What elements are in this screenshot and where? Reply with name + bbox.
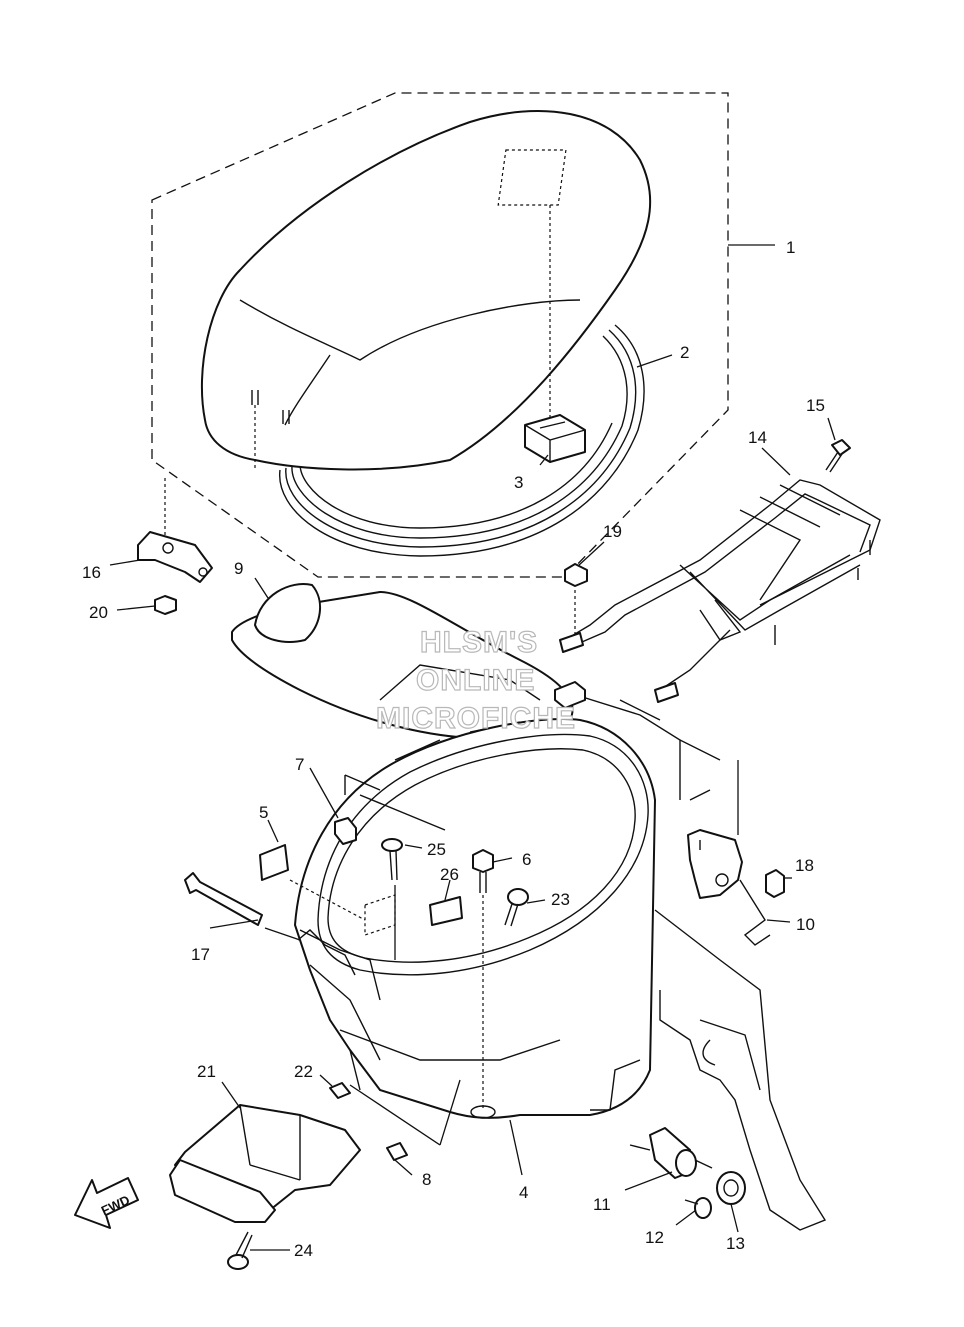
part-23-screw xyxy=(504,888,529,927)
part-13-cap xyxy=(716,1171,746,1205)
callout-3: 3 xyxy=(514,473,523,492)
part-5-label xyxy=(259,844,289,881)
seat-assembly-boundary xyxy=(151,92,729,578)
part-1-seat xyxy=(200,109,652,471)
callout-7: 7 xyxy=(295,755,304,774)
callout-4: 4 xyxy=(519,1183,528,1202)
callout-17: 17 xyxy=(191,945,210,964)
part-21-cover xyxy=(169,1104,361,1223)
callout-5: 5 xyxy=(259,803,268,822)
watermark-line3: MICROFICHE xyxy=(376,702,576,735)
callout-12: 12 xyxy=(645,1228,664,1247)
callout-numbers: 1 2 3 4 5 6 7 8 9 10 11 12 13 14 15 16 1… xyxy=(82,238,825,1260)
part-7-clip xyxy=(334,817,357,845)
callout-6: 6 xyxy=(522,850,531,869)
callout-11: 11 xyxy=(593,1195,611,1214)
part-22-clip xyxy=(329,1082,351,1099)
callout-24: 24 xyxy=(294,1241,313,1260)
part-24-screw xyxy=(227,1231,253,1270)
callout-10: 10 xyxy=(796,915,815,934)
callout-15: 15 xyxy=(806,396,825,415)
part-8-clip xyxy=(386,1142,408,1161)
fwd-arrow: FWD xyxy=(74,1177,139,1229)
part-16-bracket xyxy=(137,531,213,583)
callout-26: 26 xyxy=(440,865,459,884)
callout-23: 23 xyxy=(551,890,570,909)
callout-16: 16 xyxy=(82,563,101,582)
callout-18: 18 xyxy=(795,856,814,875)
part-6-bolt xyxy=(472,849,494,893)
callout-25: 25 xyxy=(427,840,446,859)
part-18-bolt xyxy=(765,869,785,898)
callout-14: 14 xyxy=(748,428,767,447)
callout-1: 1 xyxy=(786,238,795,257)
part-14-carrier xyxy=(559,479,881,703)
part-10-bracket xyxy=(687,789,771,946)
part-3-damper xyxy=(524,414,586,463)
callout-21: 21 xyxy=(197,1062,216,1081)
part-19-nut xyxy=(564,563,588,587)
part-26-label xyxy=(429,896,463,926)
callout-19: 19 xyxy=(603,522,622,541)
callout-22: 22 xyxy=(294,1062,313,1081)
callout-9: 9 xyxy=(234,559,243,578)
leader-lines xyxy=(109,244,836,1251)
part-12-screw xyxy=(684,1197,712,1219)
watermark: HLSM'S ONLINE MICROFICHE xyxy=(375,625,576,735)
callout-20: 20 xyxy=(89,603,108,622)
watermark-line1: HLSM'S xyxy=(420,626,538,659)
callout-8: 8 xyxy=(422,1170,431,1189)
part-4-storage-box xyxy=(294,681,681,1119)
watermark-line2: ONLINE xyxy=(416,664,535,697)
part-17-bolt xyxy=(184,872,263,926)
part-20-nut xyxy=(154,595,177,615)
part-11-lock xyxy=(629,1127,713,1179)
part-25-screw xyxy=(381,838,403,881)
part-15-bolt xyxy=(825,439,851,473)
part-2-seat-base xyxy=(279,324,645,557)
callout-13: 13 xyxy=(726,1234,745,1253)
callout-2: 2 xyxy=(680,343,689,362)
